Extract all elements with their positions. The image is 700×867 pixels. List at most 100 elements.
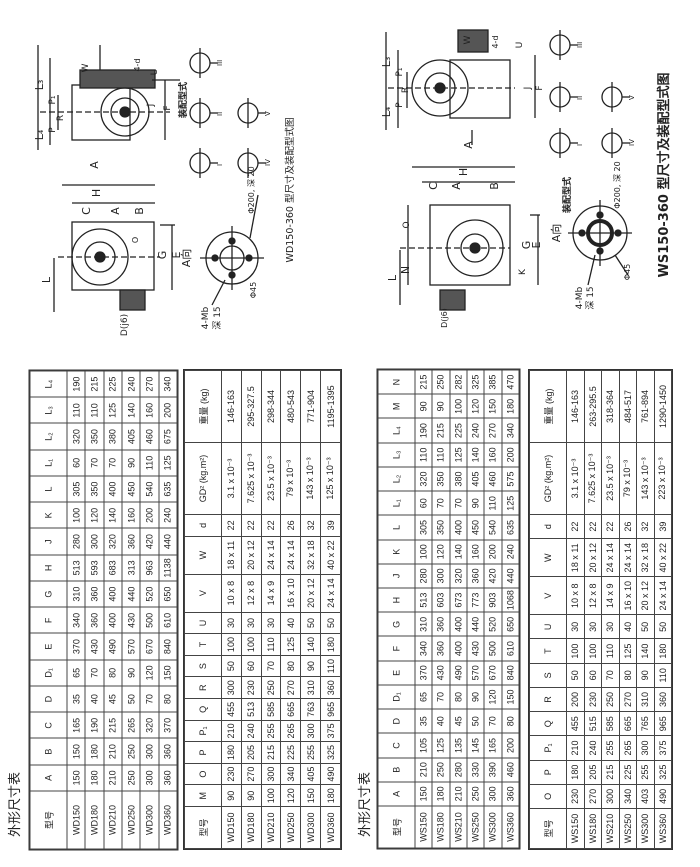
dim-4d: 4-d bbox=[491, 35, 500, 48]
value-cell: 135 bbox=[449, 733, 467, 758]
value-cell: 32 x 18 bbox=[300, 536, 321, 575]
value-cell: 26 bbox=[280, 514, 301, 537]
value-cell: 180 bbox=[221, 741, 242, 764]
column-header: P bbox=[529, 760, 567, 785]
value-cell: 100 bbox=[241, 633, 262, 656]
value-cell: 490 bbox=[103, 633, 122, 660]
value-cell: 360 bbox=[654, 687, 672, 712]
column-header: GD² (kg.m²) bbox=[529, 442, 567, 515]
phi45-label: Φ45 bbox=[623, 264, 632, 280]
value-cell: 40 bbox=[280, 612, 301, 634]
column-header: M bbox=[378, 394, 415, 419]
value-cell: 610 bbox=[158, 607, 177, 634]
value-cell: 400 bbox=[449, 515, 467, 540]
value-cell: 150 bbox=[415, 781, 433, 806]
value-cell: 215 bbox=[261, 741, 281, 764]
column-header: W bbox=[529, 538, 567, 577]
value-cell: 340 bbox=[501, 418, 519, 443]
value-cell: 14 x 9 bbox=[261, 574, 281, 613]
value-cell: 70 bbox=[432, 684, 450, 710]
value-cell: 390 bbox=[484, 757, 502, 782]
value-cell: 255 bbox=[261, 720, 281, 742]
mount-label-4: IV bbox=[628, 139, 636, 146]
phi200-label: Φ200, 深 20 bbox=[613, 161, 622, 208]
column-header: N bbox=[378, 370, 415, 395]
assembly-label: 装配型式 bbox=[177, 82, 189, 119]
value-cell: 125 bbox=[432, 733, 450, 758]
wd-flange-view bbox=[200, 194, 264, 306]
value-cell: 120 bbox=[280, 784, 301, 807]
value-cell: 140 bbox=[300, 633, 321, 656]
value-cell: 210 bbox=[566, 735, 584, 761]
value-cell: 305 bbox=[415, 515, 433, 540]
value-cell: 110 bbox=[67, 397, 86, 424]
value-cell: 1068 bbox=[501, 588, 519, 613]
dim-F: F bbox=[163, 105, 173, 110]
dim-C: C bbox=[80, 207, 93, 215]
value-cell: 200 bbox=[566, 687, 584, 712]
value-cell: 375 bbox=[320, 720, 341, 742]
model-cell: WS250 bbox=[619, 808, 637, 849]
column-header: B bbox=[378, 757, 415, 782]
value-cell: 340 bbox=[67, 607, 86, 634]
value-cell: 20 x 12 bbox=[584, 538, 602, 577]
dim-J: J bbox=[523, 87, 533, 91]
value-cell: 110 bbox=[484, 491, 502, 516]
column-header: L bbox=[30, 476, 67, 503]
value-cell: 215 bbox=[85, 371, 104, 398]
value-cell: 460 bbox=[140, 423, 159, 450]
value-cell: 270 bbox=[241, 763, 262, 785]
value-cell: 190 bbox=[85, 712, 104, 739]
value-cell: 50 bbox=[320, 612, 341, 634]
column-header: d bbox=[184, 514, 222, 537]
value-cell: 320 bbox=[67, 423, 86, 450]
value-cell: 513 bbox=[241, 698, 262, 721]
value-cell: 90 bbox=[241, 784, 262, 807]
column-header: 型号 bbox=[529, 808, 567, 849]
value-cell: 300 bbox=[601, 784, 619, 809]
dim-H: H bbox=[90, 189, 103, 197]
value-cell: 1138 bbox=[158, 554, 177, 581]
value-cell: 79 x 10⁻³ bbox=[619, 442, 637, 515]
value-cell: 110 bbox=[415, 442, 433, 467]
mount-label-1: I bbox=[576, 144, 584, 146]
value-cell: 160 bbox=[484, 442, 502, 467]
wd-mounting-icon-5 bbox=[237, 148, 266, 178]
dim-L3: L₃ bbox=[380, 57, 393, 68]
dim-G: G bbox=[520, 241, 533, 250]
dim-L: L bbox=[40, 276, 53, 283]
value-cell: 610 bbox=[501, 636, 519, 661]
dim-R: R bbox=[401, 87, 411, 93]
value-cell: 405 bbox=[121, 423, 141, 450]
value-cell: 440 bbox=[466, 612, 485, 637]
wd-mounting-icon-1 bbox=[189, 48, 218, 78]
column-header: L₂ bbox=[378, 466, 415, 492]
value-cell: 490 bbox=[654, 784, 672, 809]
value-cell: 240 bbox=[501, 539, 519, 564]
value-cell: 280 bbox=[415, 563, 433, 589]
value-cell: 80 bbox=[449, 684, 467, 710]
view-A-label: A向 bbox=[179, 249, 193, 268]
value-cell: 210 bbox=[221, 720, 242, 742]
value-cell: 24 x 14 bbox=[320, 574, 341, 613]
value-cell: 515 bbox=[584, 711, 602, 736]
dim-P1: P₁ bbox=[48, 95, 58, 104]
column-header: T bbox=[184, 633, 222, 656]
value-cell: 540 bbox=[140, 476, 159, 503]
value-cell: 270 bbox=[484, 418, 502, 443]
wd-caption: WD150-360 型尺寸及装配型式图 bbox=[284, 118, 296, 263]
value-cell: 10 x 8 bbox=[566, 576, 584, 615]
value-cell: 420 bbox=[140, 528, 159, 555]
value-cell: 210 bbox=[415, 757, 433, 782]
dim-D: D(j6) bbox=[440, 308, 449, 328]
value-cell: 140 bbox=[103, 502, 122, 529]
value-cell: 7.625 x 10⁻³ bbox=[241, 442, 262, 515]
value-cell: 39 bbox=[654, 514, 672, 539]
value-cell: 500 bbox=[140, 607, 159, 634]
value-cell: 965 bbox=[654, 711, 672, 736]
